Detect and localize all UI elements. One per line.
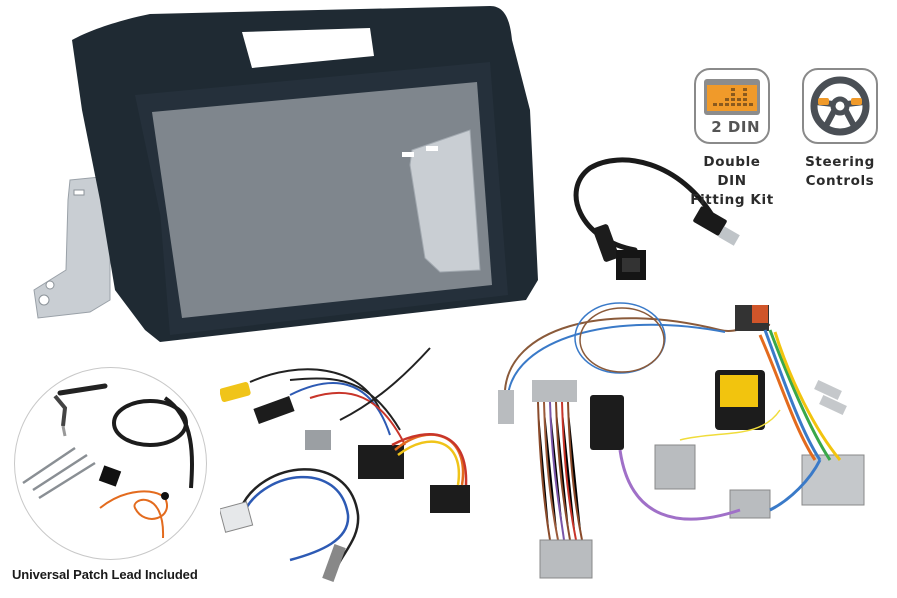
badge-steering-controls: Steering Controls: [798, 68, 882, 191]
left-mounting-bracket: [33, 174, 123, 319]
iso-harness-image: [220, 340, 480, 595]
fascia-panel-image: [30, 0, 550, 360]
steering-wheel-icon: [802, 68, 878, 144]
badge-double-din: 2 DIN Double DIN Fitting Kit: [690, 68, 774, 210]
badge-steering-label-line1: Steering: [805, 154, 875, 170]
usb-adapter-cable-image: [540, 150, 760, 300]
badge-steering-label-line2: Controls: [805, 173, 875, 189]
steering-interface-harness-image: [480, 290, 880, 590]
din-icon-text: 2 DIN: [711, 118, 760, 136]
patch-lead-caption: Universal Patch Lead Included: [12, 567, 198, 582]
badge-double-din-label-line1: Double DIN: [703, 154, 761, 189]
double-din-icon: 2 DIN: [694, 68, 770, 144]
badge-double-din-label-line2: Fitting Kit: [690, 192, 774, 208]
patch-lead-contents-image: [22, 383, 194, 539]
patch-lead-circle: [14, 367, 207, 560]
